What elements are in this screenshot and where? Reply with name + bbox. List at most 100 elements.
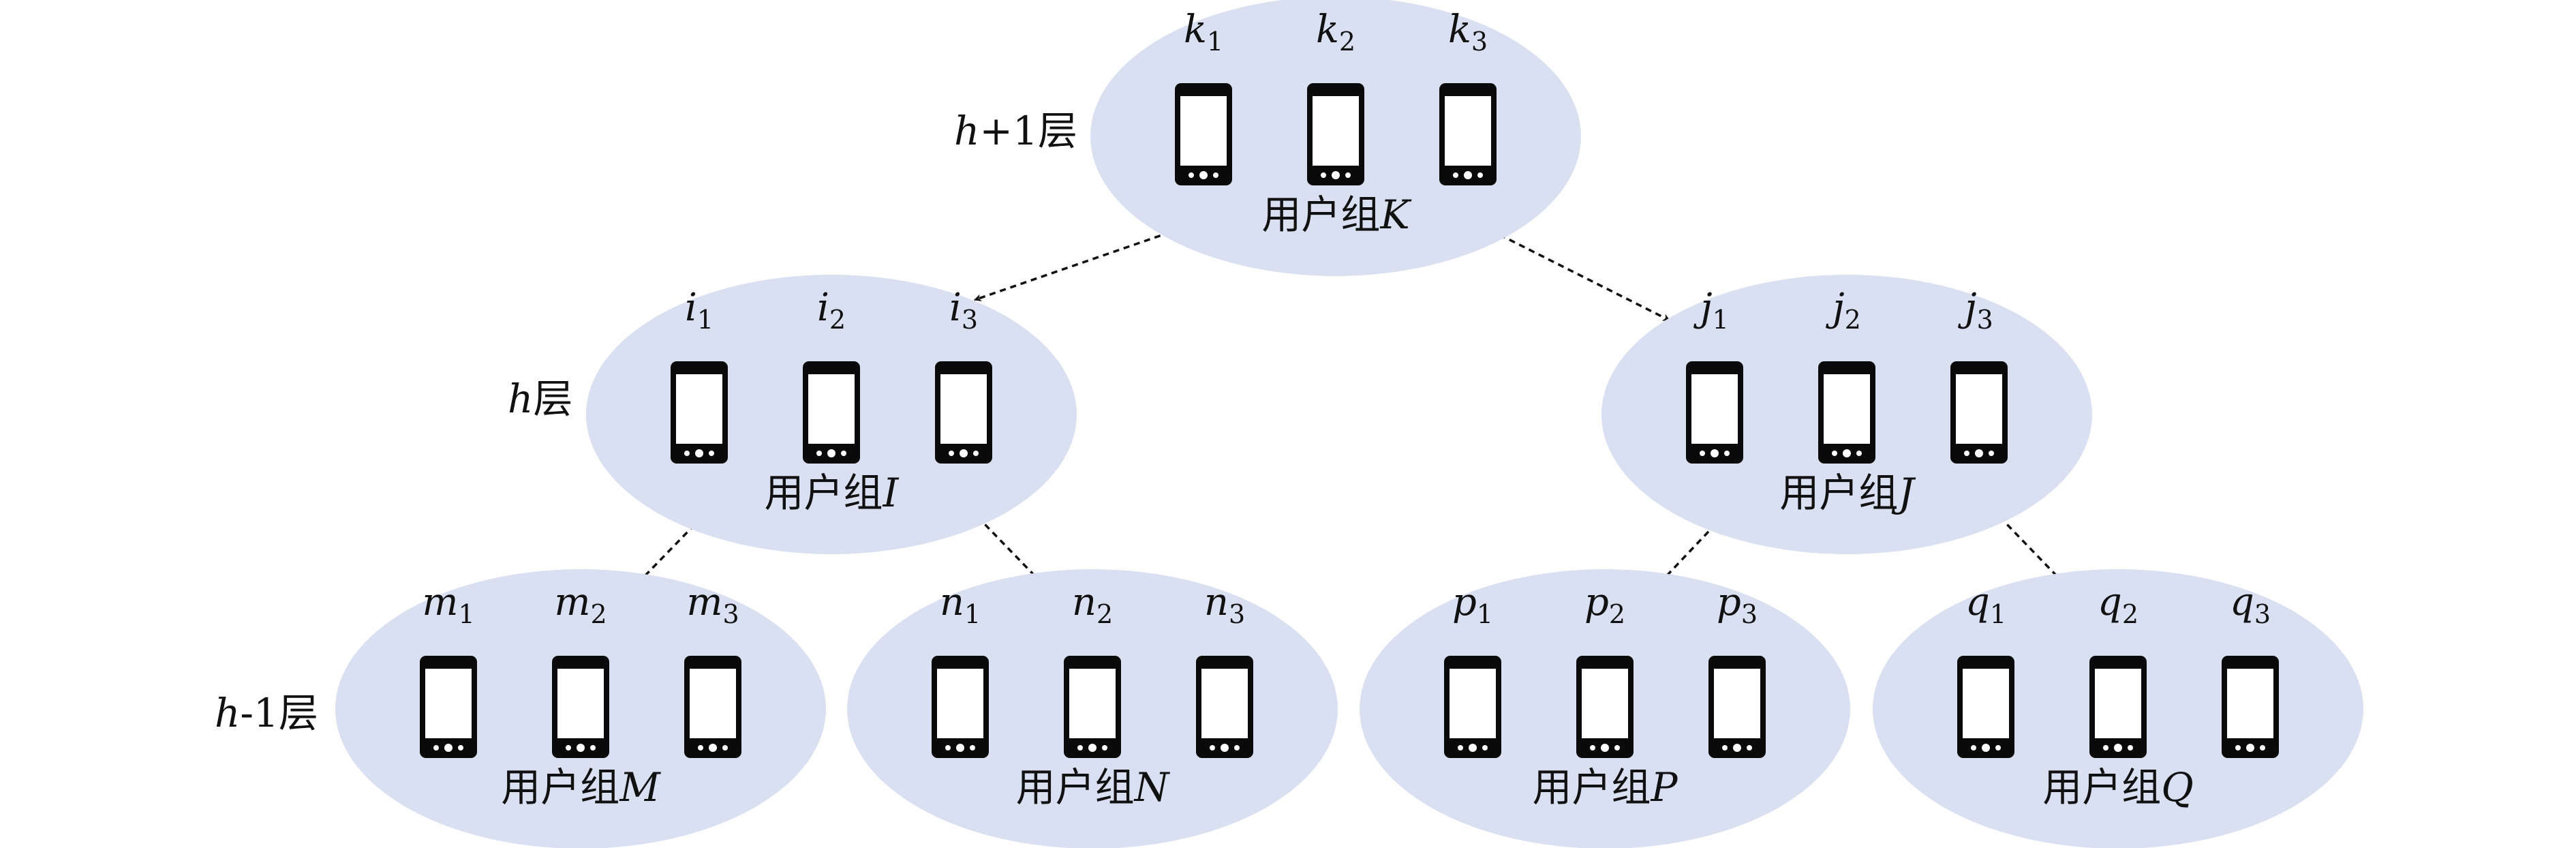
device-label-sub: 2 (1339, 27, 1355, 57)
phone-home-button (827, 449, 835, 457)
phone-home-button (960, 449, 968, 457)
group-label-prefix: 用户组 (2042, 764, 2161, 811)
device-label-n3: n3 (1204, 580, 1245, 629)
phone-button-dot (949, 451, 954, 456)
device-label-sub: 2 (1609, 599, 1625, 629)
device-label-base: i (817, 286, 829, 330)
phone-screen (690, 669, 736, 738)
phone-icon (1064, 656, 1121, 758)
group-label-prefix: 用户组 (1532, 764, 1651, 811)
phone-screen (1201, 669, 1248, 738)
phone-button-dot (684, 451, 690, 456)
phone-screen (1450, 669, 1496, 738)
phone-button-dot (1832, 451, 1837, 456)
phone-button-dot (1453, 172, 1458, 178)
phone-screen (1069, 669, 1116, 738)
phone-home-button (2246, 744, 2254, 752)
device-label-q2: q2 (2098, 580, 2138, 629)
phone-home-button (1975, 449, 1983, 457)
device-label-sub: 3 (2254, 599, 2271, 629)
group-label-var: I (883, 470, 900, 516)
phone-icon (2222, 656, 2279, 758)
phone-screen (1313, 96, 1359, 166)
phone-icon (1818, 361, 1875, 464)
phone-button-dot (1856, 451, 1862, 456)
phone-button-dot (722, 745, 728, 751)
phone-button-dot (1989, 451, 1994, 456)
device-label-sub: 2 (590, 599, 607, 629)
phone-button-dot (1722, 745, 1728, 751)
phone-button-dot (1102, 745, 1107, 751)
phone-button-dot (2260, 745, 2265, 751)
device-label-sub: 1 (458, 599, 474, 629)
layer-label-top: h+1层 (954, 108, 1077, 154)
phone-button-dot (1321, 172, 1326, 178)
phone-icon (1175, 83, 1232, 185)
phone-button-dot (1234, 745, 1240, 751)
group-label-prefix: 用户组 (765, 470, 883, 516)
phone-button-dot (1747, 745, 1752, 751)
device-label-k1: k1 (1184, 7, 1223, 57)
group-label-var: Q (2161, 764, 2194, 811)
device-label-sub: 2 (1097, 599, 1113, 629)
group-label-var: K (1379, 192, 1412, 238)
device-label-base: m (554, 580, 590, 624)
group-label-prefix: 用户组 (501, 764, 619, 811)
phone-button-dot (1724, 451, 1730, 456)
phone-icon (2089, 656, 2147, 758)
phone-screen (2227, 669, 2273, 738)
device-label-p2: p2 (1584, 580, 1625, 629)
phone-icon (552, 656, 609, 758)
phone-screen (940, 374, 987, 444)
phone-icon (803, 361, 860, 464)
phone-screen (1963, 669, 2009, 738)
device-label-base: i (685, 286, 697, 330)
device-label-sub: 3 (962, 305, 978, 335)
phone-icon (420, 656, 477, 758)
phone-button-dot (2103, 745, 2109, 751)
device-label-sub: 2 (829, 305, 846, 335)
phone-button-dot (973, 451, 979, 456)
phone-icon (1957, 656, 2014, 758)
device-label-sub: 3 (1741, 599, 1758, 629)
layer-label-suffix: +1层 (979, 108, 1077, 154)
layer-label-var: h (508, 376, 533, 422)
device-label-base: k (1316, 7, 1339, 52)
group-label-prefix: 用户组 (1261, 192, 1380, 238)
phone-button-dot (970, 745, 975, 751)
phone-icon (1686, 361, 1743, 464)
device-label-i1: i1 (685, 286, 714, 335)
group-label: 用户组Q (2042, 764, 2194, 811)
phone-button-dot (1477, 172, 1483, 178)
link-arrow-k-i (973, 224, 1193, 301)
phone-icon (1439, 83, 1497, 185)
phone-screen (1180, 96, 1227, 166)
phone-screen (2095, 669, 2141, 738)
device-label-base: q (2230, 580, 2254, 624)
device-label-m2: m2 (554, 580, 607, 629)
phone-button-dot (458, 745, 463, 751)
device-label-sub: 3 (722, 599, 739, 629)
phone-button-dot (1213, 172, 1218, 178)
phone-home-button (1469, 744, 1477, 752)
device-label-i3: i3 (949, 286, 978, 335)
device-label-base: q (2098, 580, 2122, 624)
device-label-base: n (1204, 580, 1229, 624)
phone-icon (1307, 83, 1364, 185)
phone-button-dot (1077, 745, 1083, 751)
device-label-base: p (1717, 580, 1741, 624)
phone-button-dot (698, 745, 703, 751)
phone-home-button (1199, 171, 1208, 179)
phone-screen (1445, 96, 1491, 166)
phone-home-button (2114, 744, 2122, 752)
phone-icon (935, 361, 992, 464)
group-label: 用户组I (765, 470, 900, 516)
group-label-prefix: 用户组 (1779, 470, 1898, 516)
phone-button-dot (1700, 451, 1705, 456)
phone-button-dot (841, 451, 846, 456)
layer-label-var: h (954, 108, 979, 154)
